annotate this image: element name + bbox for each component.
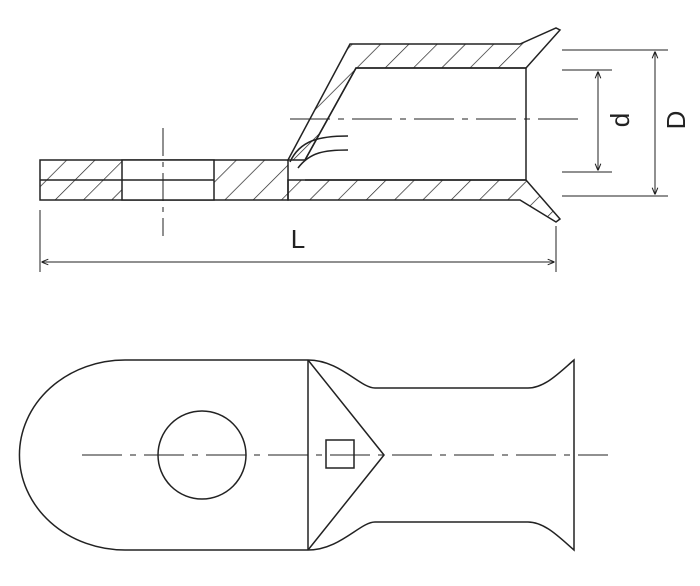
section-view xyxy=(39,27,582,236)
crimp-mark xyxy=(325,439,355,469)
inner-diameter-label: d xyxy=(605,113,635,127)
length-label: L xyxy=(291,224,305,254)
tongue-outline xyxy=(18,359,308,551)
barrel-bore-top xyxy=(304,67,526,161)
barrel-lower-wall xyxy=(287,179,562,223)
inspection-window xyxy=(289,135,349,169)
plan-view xyxy=(18,358,608,552)
barrel-upper-wall xyxy=(286,27,562,161)
outer-diameter-label: D xyxy=(661,111,691,130)
dimension-lines xyxy=(39,49,668,272)
